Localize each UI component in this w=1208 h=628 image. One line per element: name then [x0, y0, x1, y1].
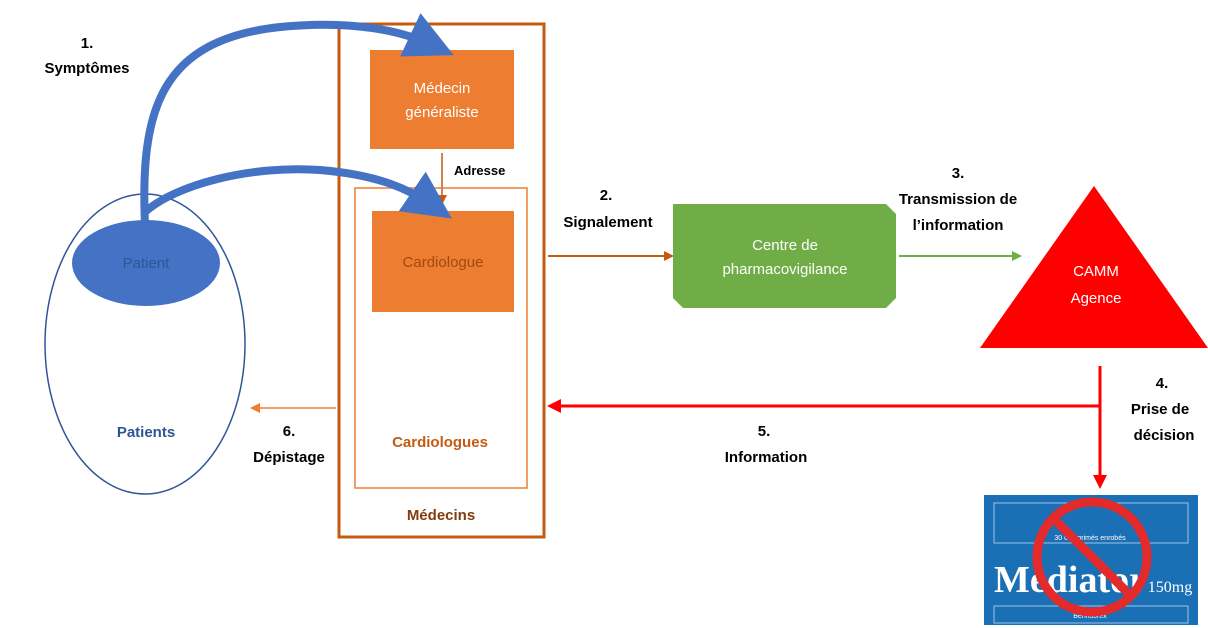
prohibited-icon-slash [1049, 514, 1135, 600]
prohibited-icon [1032, 497, 1152, 617]
step3-number: 3. [952, 165, 965, 182]
patient-node-label: Patient [123, 255, 171, 272]
drug-box-name: Mediator [994, 559, 1146, 601]
mediator-box-image: 30 comprimés enrobés Mediator 150mg Benf… [984, 495, 1198, 625]
generaliste-label-line1: Médecin [414, 80, 471, 97]
symptomes-arrow-cardiologue [142, 165, 452, 219]
step2-label: Signalement [563, 214, 652, 231]
agence-label-line2: Agence [1071, 290, 1122, 307]
step3-label-line2: l’information [913, 217, 1004, 234]
drug-box-top-text: 30 comprimés enrobés [1054, 535, 1126, 542]
step4-number: 4. [1156, 375, 1169, 392]
step1-number: 1. [81, 35, 94, 52]
step3-label-line1: Transmission de [899, 191, 1017, 208]
generaliste-node[interactable] [370, 50, 514, 149]
pharmaco-label-line2: pharmacovigilance [722, 261, 847, 278]
patient-node[interactable] [72, 220, 220, 306]
cardiologue-node[interactable] [372, 211, 514, 312]
step5-number: 5. [758, 423, 771, 440]
cardiologues-group-label: Cardiologues [392, 434, 488, 451]
step4-label-line2: décision [1134, 427, 1195, 444]
pharmaco-label-line1: Centre de [752, 237, 818, 254]
symptomes-arrow-generaliste [140, 13, 454, 226]
step2-number: 2. [600, 187, 613, 204]
medecins-group-label: Médecins [407, 507, 475, 524]
step6-label: Dépistage [253, 449, 325, 466]
cardiologue-label: Cardiologue [403, 254, 484, 271]
generaliste-label-line2: généraliste [405, 104, 478, 121]
drug-box-dose: 150mg [1148, 579, 1192, 596]
drug-box-bottom-text: Benfluorex [1073, 613, 1107, 620]
step5-label: Information [725, 449, 808, 466]
pharmacovigilance-node[interactable] [673, 204, 896, 308]
agence-label-line1: CAMM [1073, 263, 1119, 280]
step1-label: Symptômes [44, 60, 129, 77]
adresse-label: Adresse [454, 163, 505, 178]
step4-label-line1: Prise de [1131, 401, 1189, 418]
step6-number: 6. [283, 423, 296, 440]
agence-node[interactable] [980, 186, 1208, 348]
patients-group-label: Patients [117, 424, 175, 441]
